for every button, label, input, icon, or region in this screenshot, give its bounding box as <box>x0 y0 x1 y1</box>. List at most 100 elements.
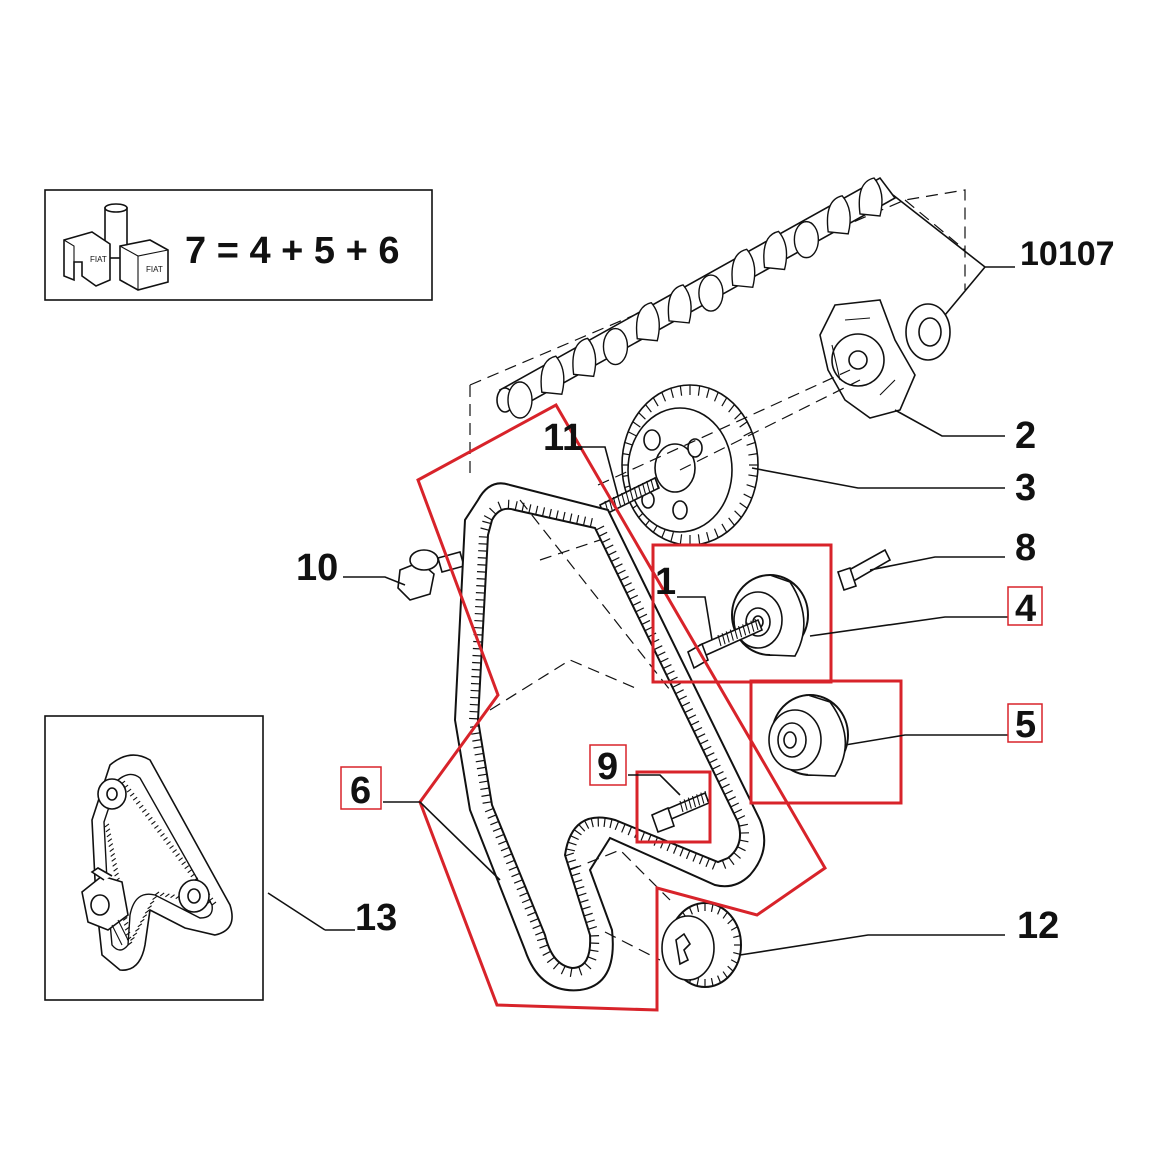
belt-tooth <box>705 752 715 758</box>
thread-line <box>742 624 747 636</box>
pulley-tooth <box>670 532 674 542</box>
tensioner-highlight-box <box>651 543 833 684</box>
belt-tooth <box>607 550 617 556</box>
belt-tooth <box>641 619 651 625</box>
kit-composition-box: FIAT FIAT 7 = 4 + 5 + 6 <box>44 189 433 301</box>
belt-tooth <box>471 732 481 735</box>
belt-tooth <box>535 931 544 936</box>
belt-tooth <box>480 787 490 791</box>
pulley-tooth <box>652 397 659 407</box>
label-stud-8: 8 <box>1015 527 1036 569</box>
belt-tooth <box>480 527 490 531</box>
belt-tooth <box>524 905 534 910</box>
belt-tooth <box>514 501 518 511</box>
thread-line <box>750 620 755 632</box>
crank-tooth <box>733 935 741 939</box>
belt-tooth <box>656 651 666 657</box>
pulley-tooth <box>721 397 728 407</box>
inset-belt-tooth <box>104 823 110 828</box>
label-camshaft: 10107 <box>1020 235 1115 273</box>
inset-belt-tooth <box>160 833 165 837</box>
belt-tooth <box>693 726 703 732</box>
belt-tooth <box>614 563 623 569</box>
pulley-tooth <box>679 534 683 545</box>
belt-tooth <box>536 937 546 942</box>
thread-line <box>746 622 751 634</box>
idler-highlight-box <box>749 679 903 805</box>
thread-line <box>700 792 705 804</box>
pulley-tooth <box>746 484 756 489</box>
inset-belt-tooth <box>149 900 155 905</box>
svg-text:FIAT: FIAT <box>146 265 163 274</box>
inset-belt-tooth <box>159 892 165 897</box>
roller-bolt-1 <box>687 618 764 670</box>
crank-tooth <box>727 918 734 925</box>
belt-tooth <box>516 885 526 891</box>
label-idler-roller: 5 <box>1015 704 1036 746</box>
flange-nut <box>397 549 465 601</box>
pulley-tooth <box>743 493 753 499</box>
belt-tooth <box>582 516 587 526</box>
belt-tooth <box>611 556 620 562</box>
inset-belt-tooth <box>112 862 117 867</box>
belt-tooth <box>584 820 590 829</box>
thread-line <box>679 800 684 813</box>
inset-belt-tooth <box>127 941 133 946</box>
thread-line <box>637 484 642 497</box>
belt-tooth <box>588 926 597 930</box>
pulley-tooth <box>697 534 701 545</box>
kit-formula: 7 = 4 + 5 + 6 <box>185 230 399 272</box>
camshaft-lobe <box>667 284 692 324</box>
belt-tooth <box>601 538 611 544</box>
oil-seal-ring <box>905 303 951 361</box>
inset-belt-tooth <box>111 857 117 862</box>
camshaft-lobe <box>763 230 788 271</box>
belt-tooth <box>627 826 633 836</box>
belt-tooth <box>623 582 632 588</box>
pulley-tooth <box>721 523 728 533</box>
inset-belt-tooth <box>126 788 132 793</box>
belt-tooth <box>513 879 523 884</box>
belt-tooth <box>483 515 493 521</box>
belt-tooth <box>505 859 515 865</box>
pulley-tooth <box>706 532 710 542</box>
belt-tooth <box>532 924 542 930</box>
belt-tooth <box>705 858 710 868</box>
belt-tooth <box>663 663 672 670</box>
belt-tooth <box>579 899 589 904</box>
thread-line <box>654 476 659 489</box>
inset-belt-tooth <box>144 812 150 817</box>
belt-tooth <box>529 918 539 923</box>
inset-belt-tooth <box>129 792 135 797</box>
belt-tooth <box>546 956 555 964</box>
inset-belt-tooth <box>141 808 147 813</box>
crankshaft-pulley <box>661 902 742 988</box>
label-crank-pulley: 12 <box>1017 905 1059 947</box>
pulley-tooth <box>728 517 736 526</box>
fiat-kit-boxes-icon: FIAT FIAT <box>63 203 169 291</box>
belt-tooth <box>675 689 684 695</box>
belt-tooth <box>733 808 743 814</box>
belt-tooth <box>482 520 492 525</box>
highlight-frames <box>416 402 903 1012</box>
belt-tooth <box>681 701 691 707</box>
belt-tooth <box>569 513 573 523</box>
inset-belt-tooth <box>108 843 114 848</box>
belt-tooth <box>733 852 741 859</box>
thread-line <box>704 790 709 803</box>
label-belt-inset: 13 <box>355 897 397 939</box>
pulley-tooth <box>748 453 758 456</box>
inset-belt-tooth <box>144 909 150 914</box>
thread-line <box>650 478 655 491</box>
belt-tooth <box>721 783 730 789</box>
inset-belt-tooth <box>163 837 168 841</box>
belt-tooth <box>609 819 613 829</box>
belt-tooth <box>570 835 579 841</box>
crank-tooth <box>730 926 738 931</box>
crank-tooth <box>710 903 714 912</box>
belt-tooth <box>479 780 489 784</box>
inset-belt-tooth <box>132 932 138 937</box>
belt-tooth <box>548 508 552 518</box>
belt-tooth <box>578 966 583 976</box>
thread-line <box>646 480 651 493</box>
